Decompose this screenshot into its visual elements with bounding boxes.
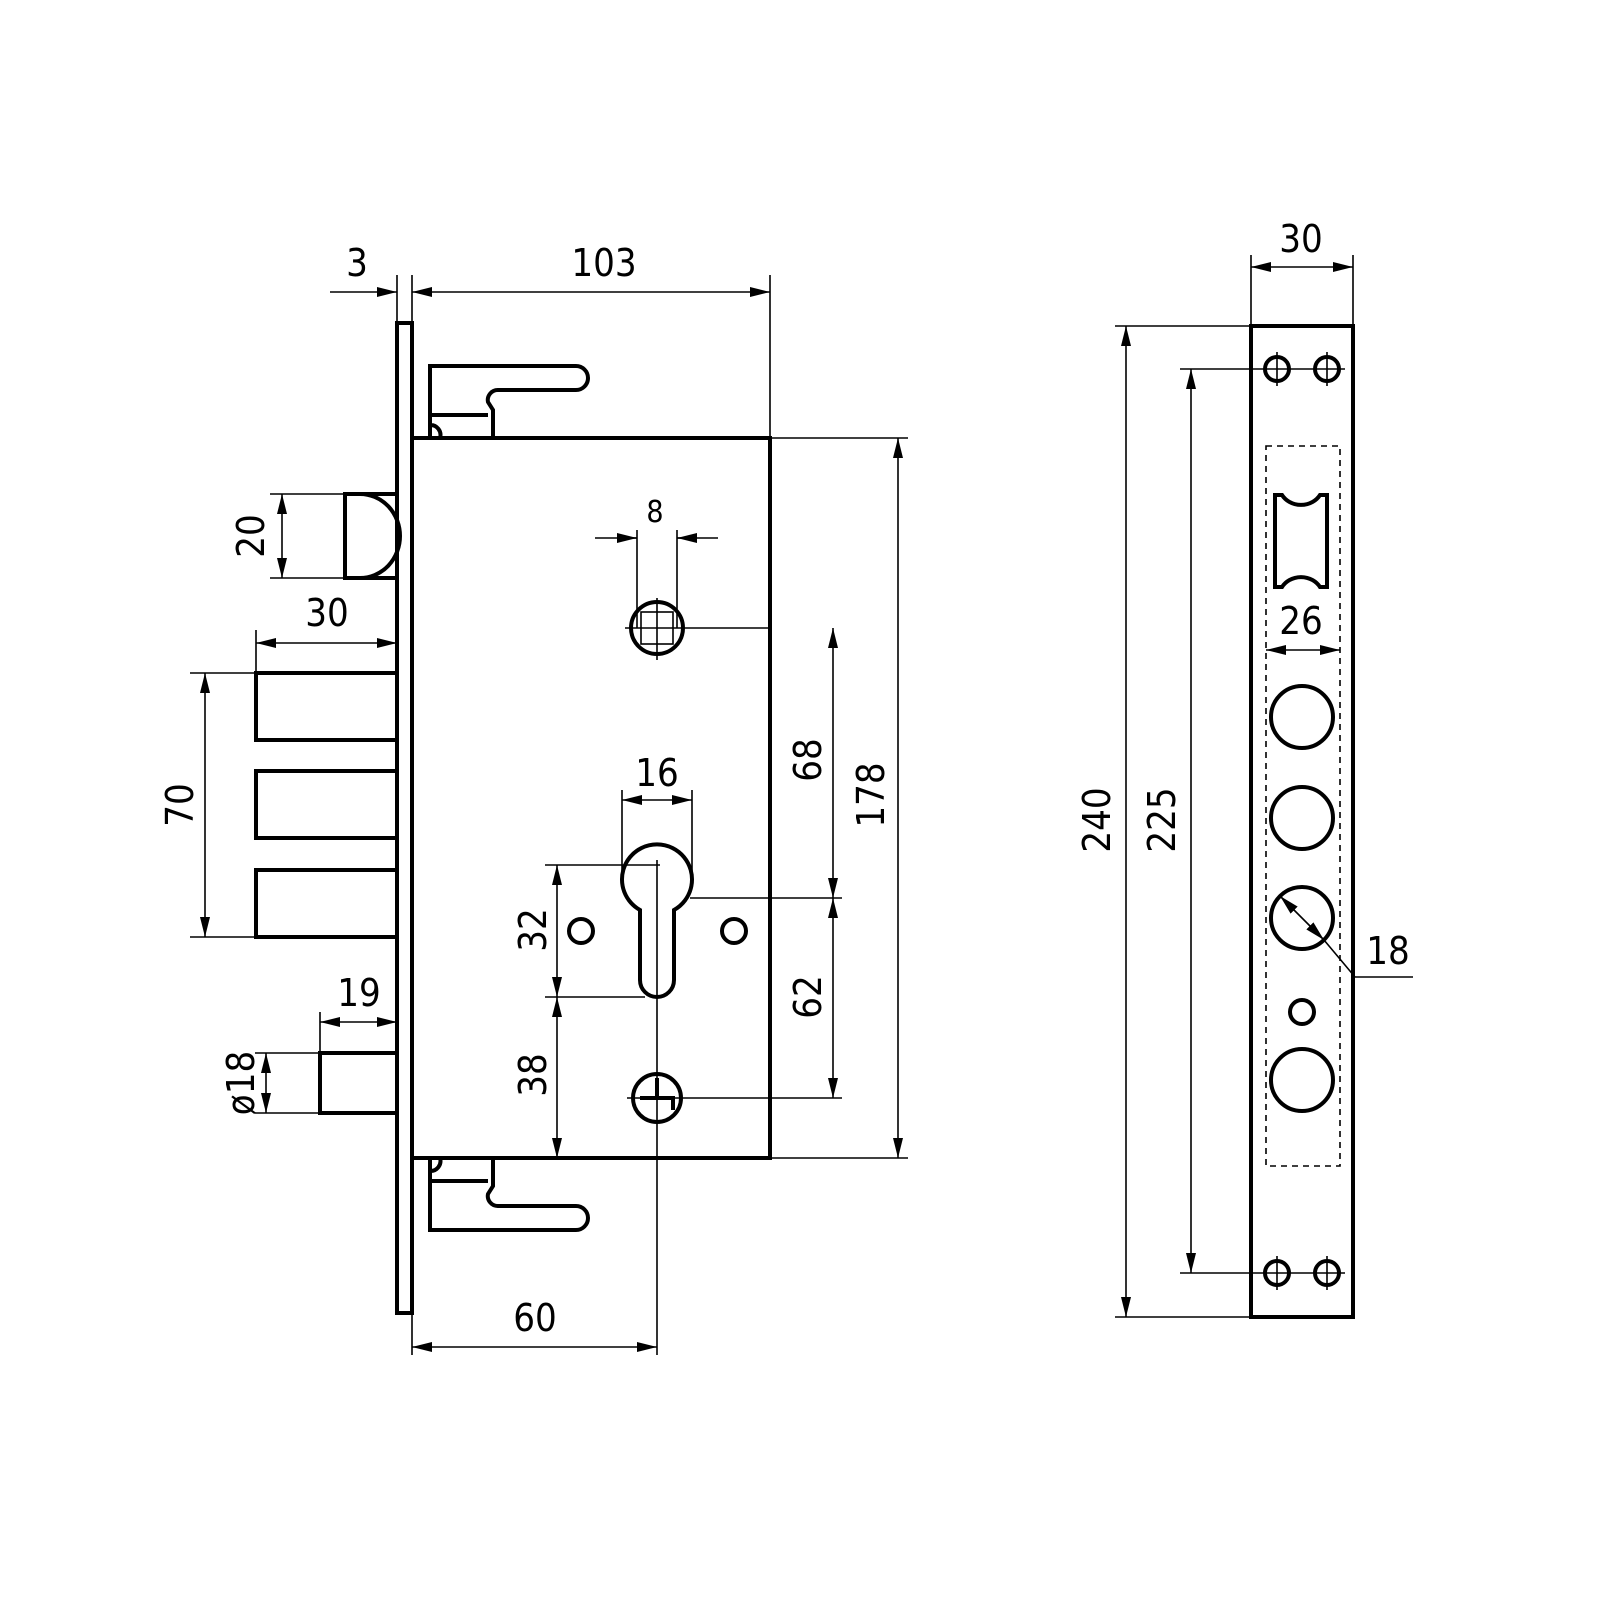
deadbolt-1: [254, 671, 399, 742]
latch-opening: [1273, 493, 1329, 589]
dim-20: 20: [229, 514, 273, 558]
deadbolt-3: [254, 868, 399, 939]
side-view: 30 240 225 26 18: [1075, 217, 1413, 1319]
dim-225: 225: [1140, 787, 1184, 852]
dim-178: 178: [849, 762, 893, 827]
screw-hole-right: [720, 917, 748, 945]
dim-70: 70: [158, 783, 202, 827]
dim-38: 38: [511, 1053, 555, 1097]
dim-30-bolt: 30: [305, 591, 349, 635]
dim-60: 60: [513, 1296, 557, 1340]
screw-hole-left: [567, 917, 595, 945]
bolt-hole-1: [1269, 684, 1335, 750]
dim-30-side: 30: [1279, 217, 1323, 261]
dim-103: 103: [571, 241, 636, 285]
latch-bolt: [343, 492, 402, 580]
dim-16: 16: [635, 751, 679, 795]
top-hook: [428, 364, 590, 439]
cam-hole: [627, 1072, 842, 1124]
faceplate: [395, 321, 414, 1315]
small-hole: [1288, 998, 1316, 1026]
front-view: 3 103 8 20 30 70 16 68 178 32 62 38 19 ø…: [158, 241, 908, 1355]
small-bolt: [318, 1051, 399, 1115]
dim-26: 26: [1279, 599, 1323, 643]
dim-32: 32: [511, 908, 555, 952]
dim-62: 62: [786, 975, 830, 1019]
body-outline-dashed: [1265, 445, 1341, 1167]
deadbolt-2: [254, 769, 399, 840]
dim-68: 68: [786, 738, 830, 782]
dim-3: 3: [346, 241, 368, 285]
dim-dia-18: ø18: [219, 1051, 263, 1115]
dim-8: 8: [646, 495, 663, 530]
dim-19: 19: [337, 971, 381, 1015]
dim-line-18-hole: [1279, 895, 1325, 941]
lock-body: [410, 436, 772, 1160]
faceplate-side: [1249, 324, 1355, 1319]
dim-18-hole: 18: [1366, 929, 1410, 973]
bolt-hole-2: [1269, 785, 1335, 851]
bolt-hole-4: [1269, 1047, 1335, 1113]
bolt-hole-3: [1269, 885, 1335, 951]
spindle-hole: [625, 598, 770, 660]
bottom-hook: [428, 1157, 590, 1232]
dim-240: 240: [1075, 787, 1119, 852]
